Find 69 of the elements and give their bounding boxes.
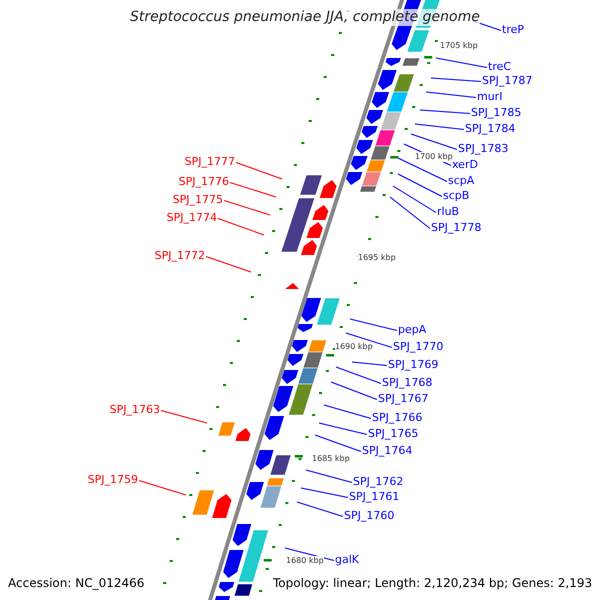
- leader-line: [420, 110, 470, 114]
- leader-line: [390, 196, 430, 229]
- accession-text: Accession: NC_012466: [8, 576, 144, 590]
- leader-line: [236, 162, 282, 180]
- gene-label: SPJ_1767: [378, 392, 428, 405]
- leader-line: [430, 78, 482, 82]
- scale-tick-label: 1685 kbp: [312, 454, 350, 464]
- gene-label: scpA: [448, 174, 474, 187]
- leader-line: [318, 422, 368, 435]
- leader-line: [410, 134, 458, 150]
- leader-line: [398, 158, 448, 182]
- gene-label: treP: [502, 23, 524, 36]
- gene-label: SPJ_1762: [353, 475, 404, 488]
- gene-label: SPJ_1783: [458, 142, 508, 155]
- gene-label: SPJ_1784: [465, 122, 516, 135]
- leader-line: [284, 548, 334, 561]
- gene-label: SPJ_1778: [431, 221, 482, 234]
- gene-label: SPJ_1759: [88, 473, 138, 486]
- scale-tick-label: 1700 kbp: [415, 152, 453, 162]
- gene-label: SPJ_1761: [349, 490, 400, 503]
- genome-summary-text: Topology: linear; Length: 2,120,234 bp; Genes: 2,193: [273, 576, 592, 590]
- gene-label: SPJ_1764: [362, 444, 412, 457]
- leader-line: [398, 174, 442, 197]
- gene-label: SPJ_1775: [172, 193, 223, 206]
- gene-label: SPJ_1770: [393, 340, 444, 353]
- leader-line: [206, 256, 252, 272]
- leader-line: [350, 318, 398, 331]
- gene-label: SPJ_1776: [178, 175, 229, 188]
- gene-label: SPJ_1787: [482, 74, 532, 87]
- gene-label: SPJ_1785: [471, 106, 522, 119]
- leader-line: [346, 332, 392, 348]
- leader-line: [436, 58, 488, 68]
- leader-line: [160, 410, 208, 424]
- scale-tick-label: 1680 kbp: [286, 556, 324, 566]
- gene-label: rluB: [437, 205, 460, 218]
- leader-line: [224, 200, 270, 216]
- gene-label: galK: [335, 553, 359, 566]
- gene-label: pepA: [398, 323, 426, 336]
- diagram-title: Streptococcus pneumoniae JJA, complete genome: [130, 9, 480, 26]
- leader-line: [414, 124, 464, 130]
- leader-line: [324, 404, 372, 419]
- leader-line: [426, 92, 476, 98]
- leader-line: [306, 470, 352, 483]
- gene-label: SPJ_1777: [184, 155, 235, 168]
- gene-label: SPJ_1772: [154, 249, 205, 262]
- gene-label: xerD: [452, 158, 478, 171]
- scale-tick-label: 1695 kbp: [358, 253, 396, 263]
- leader-line: [330, 382, 378, 400]
- gene-label: SPJ_1774: [166, 211, 217, 224]
- leader-line: [218, 218, 264, 236]
- leader-line: [138, 480, 186, 496]
- gene-label: murI: [477, 90, 502, 103]
- gene-label: SPJ_1768: [382, 376, 432, 389]
- gene-label: SPJ_1763: [110, 403, 160, 416]
- gene-label: treC: [488, 60, 512, 73]
- gene-label: SPJ_1765: [368, 427, 418, 440]
- leader-line: [392, 186, 436, 213]
- leader-line: [336, 366, 382, 384]
- leader-line: [300, 488, 348, 498]
- scale-tick-label: 1690 kbp: [335, 342, 373, 352]
- gene-label: SPJ_1769: [388, 358, 438, 371]
- gene-label: SPJ_1760: [344, 509, 394, 522]
- gene-label: scpB: [443, 189, 470, 202]
- gene-label: SPJ_1766: [372, 411, 422, 424]
- leader-line: [230, 182, 276, 198]
- leader-line: [314, 434, 362, 452]
- leader-line: [296, 502, 344, 517]
- scale-tick-label: 1705 kbp: [440, 41, 478, 51]
- leader-line: [352, 362, 388, 366]
